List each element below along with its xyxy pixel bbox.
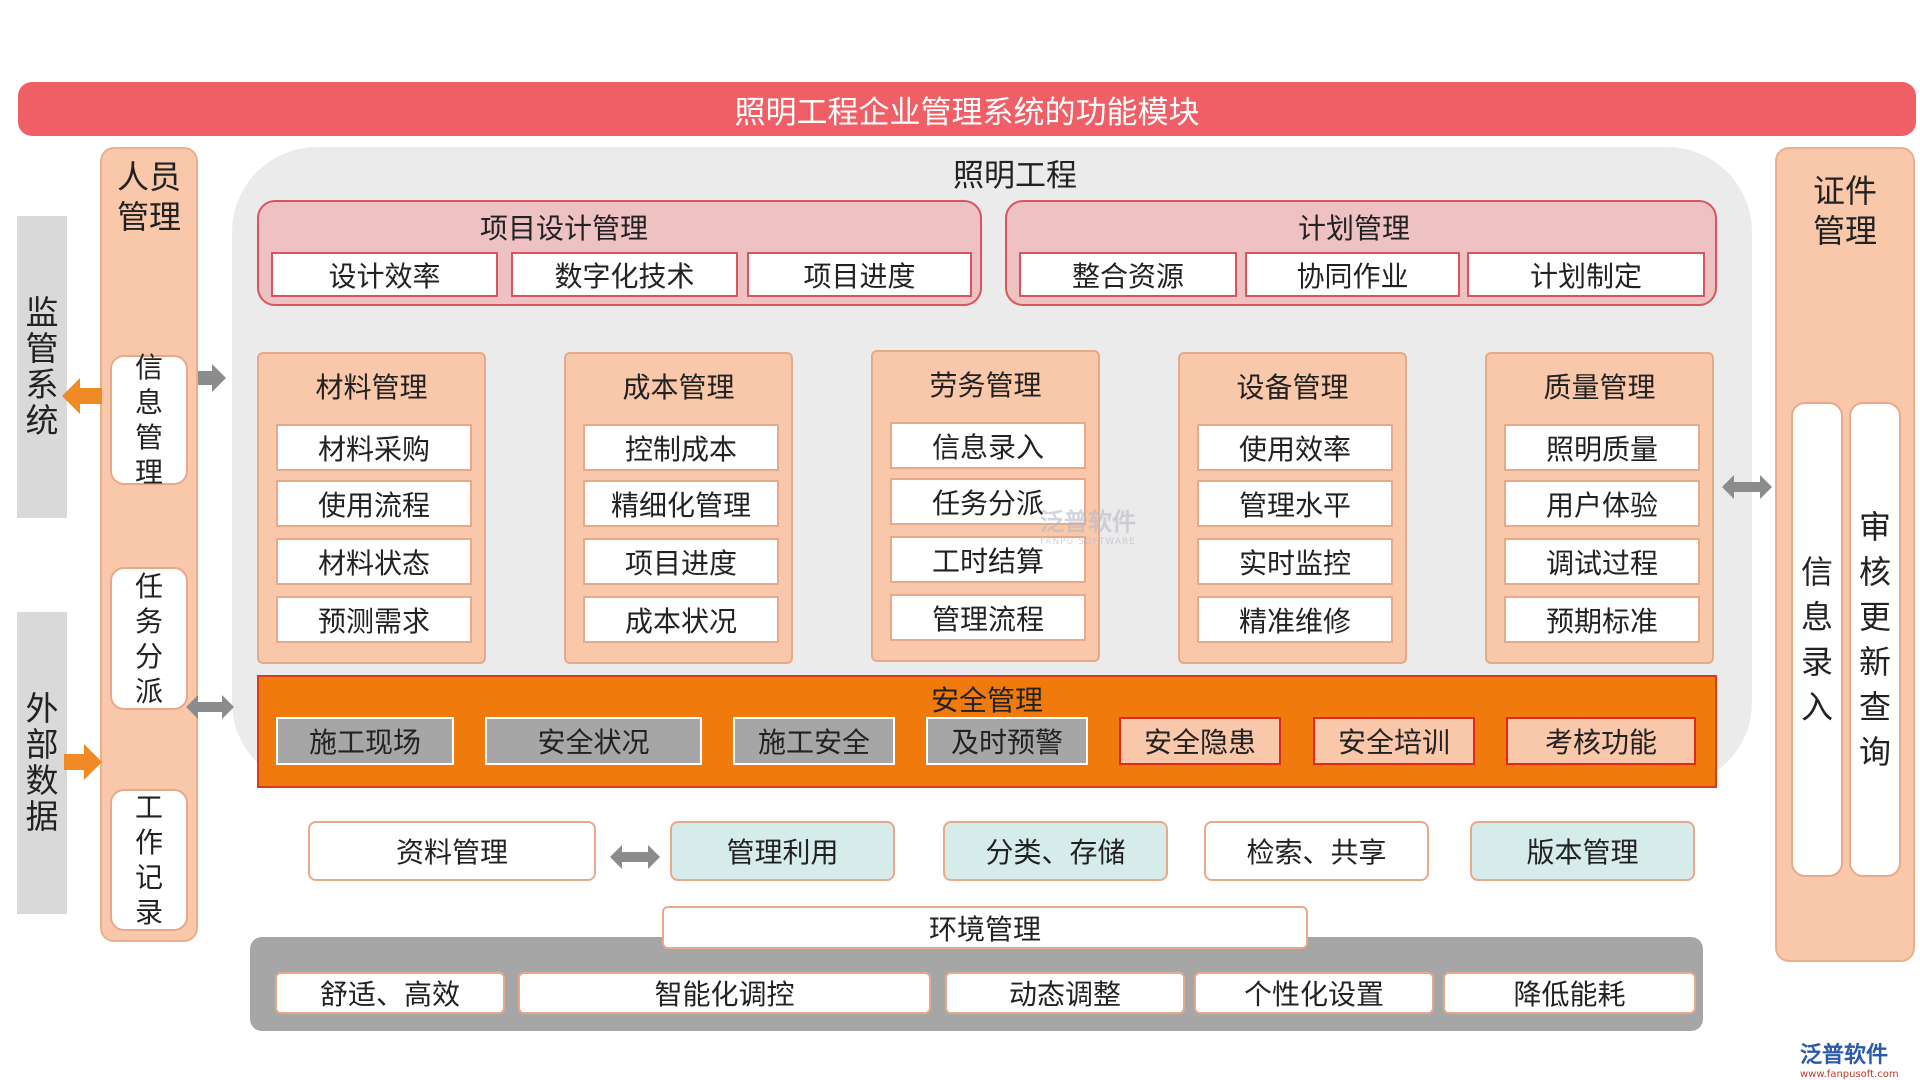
plan-management-item[interactable]: 协同作业 [1245,252,1460,297]
certificate-item-info-entry[interactable]: 信息录入 [1791,402,1843,877]
arrow-right-orange-icon [64,744,102,780]
module-item[interactable]: 成本状况 [583,596,779,643]
safety-item[interactable]: 安全状况 [485,717,702,765]
environment-item[interactable]: 动态调整 [945,972,1185,1014]
module-item[interactable]: 使用效率 [1197,424,1393,471]
safety-item[interactable]: 及时预警 [926,717,1088,765]
module-item[interactable]: 管理流程 [890,594,1086,641]
module-item[interactable]: 预测需求 [276,596,472,643]
module-material: 材料管理 材料采购 使用流程 材料状态 预测需求 [257,352,486,664]
module-title: 设备管理 [1236,371,1349,404]
personnel-item-info[interactable]: 信息管理 [110,351,188,489]
module-item[interactable]: 调试过程 [1504,538,1700,585]
personnel-item-worklog[interactable]: 工作记录 [110,789,188,931]
module-item[interactable]: 使用流程 [276,480,472,527]
environment-item[interactable]: 个性化设置 [1194,972,1434,1014]
project-design-item[interactable]: 设计效率 [271,252,498,297]
module-equipment: 设备管理 使用效率 管理水平 实时监控 精准维修 [1178,352,1407,664]
plan-management-group: 计划管理 整合资源 协同作业 计划制定 [1005,200,1717,306]
plan-management-title: 计划管理 [1297,212,1410,245]
environment-item[interactable]: 降低能耗 [1443,972,1696,1014]
external-data-label: 外部数据 [25,689,59,836]
data-management-item[interactable]: 分类、存储 [943,821,1168,881]
module-title: 质量管理 [1543,371,1656,404]
double-arrow-gray-icon [186,695,234,719]
project-design-group: 项目设计管理 设计效率 数字化技术 项目进度 [257,200,982,306]
module-item[interactable]: 精准维修 [1197,596,1393,643]
page-title: 照明工程企业管理系统的功能模块 [734,94,1200,131]
safety-item[interactable]: 安全隐患 [1119,717,1281,765]
safety-item[interactable]: 安全培训 [1313,717,1475,765]
watermark: 泛普软件 FANPU SOFTWARE [1040,508,1136,547]
data-management-item[interactable]: 检索、共享 [1204,821,1429,881]
environment-management-title: 环境管理 [662,906,1308,949]
module-title: 材料管理 [315,371,428,404]
project-design-item[interactable]: 数字化技术 [511,252,738,297]
certificate-management-column: 证件管理 信息录入 审核更新查询 [1775,147,1915,962]
double-arrow-gray-icon [1722,475,1772,499]
external-data-strip: 外部数据 [17,612,67,914]
module-item[interactable]: 工时结算 [890,536,1086,583]
safety-item[interactable]: 施工安全 [733,717,895,765]
data-management-item[interactable]: 管理利用 [670,821,895,881]
data-management-item[interactable]: 版本管理 [1470,821,1695,881]
data-management-box[interactable]: 资料管理 [308,821,596,881]
personnel-management-title: 人员管理 [116,158,181,236]
module-item[interactable]: 任务分派 [890,478,1086,525]
module-item[interactable]: 实时监控 [1197,538,1393,585]
project-design-item[interactable]: 项目进度 [747,252,972,297]
arrow-left-orange-icon [62,378,102,414]
personnel-item-task[interactable]: 任务分派 [110,567,188,710]
module-item[interactable]: 材料采购 [276,424,472,471]
certificate-item-review-update-query[interactable]: 审核更新查询 [1849,402,1901,877]
safety-item[interactable]: 考核功能 [1506,717,1696,765]
lighting-engineering-title: 照明工程 [953,157,1077,194]
safety-management-title: 安全管理 [930,684,1043,717]
safety-management-bar: 安全管理 施工现场 安全状况 施工安全 及时预警 安全隐患 安全培训 考核功能 [257,675,1717,788]
module-title: 劳务管理 [929,369,1042,402]
module-item[interactable]: 预期标准 [1504,596,1700,643]
supervision-system-strip: 监管系统 [17,216,67,518]
safety-item[interactable]: 施工现场 [276,717,454,765]
title-banner: 照明工程企业管理系统的功能模块 [18,82,1916,136]
brand-logo: 泛普软件 www.fanpusoft.com [1800,1043,1899,1080]
environment-item[interactable]: 舒适、高效 [275,972,505,1014]
module-labor: 劳务管理 信息录入 任务分派 工时结算 管理流程 [871,350,1100,662]
environment-item[interactable]: 智能化调控 [518,972,931,1014]
supervision-system-label: 监管系统 [25,293,59,440]
arrow-right-gray-icon [198,364,226,392]
module-item[interactable]: 材料状态 [276,538,472,585]
module-item[interactable]: 用户体验 [1504,480,1700,527]
module-item[interactable]: 信息录入 [890,422,1086,469]
plan-management-item[interactable]: 计划制定 [1467,252,1705,297]
project-design-title: 项目设计管理 [479,212,648,245]
double-arrow-gray-icon [610,845,660,869]
plan-management-item[interactable]: 整合资源 [1019,252,1237,297]
module-item[interactable]: 控制成本 [583,424,779,471]
module-cost: 成本管理 控制成本 精细化管理 项目进度 成本状况 [564,352,793,664]
module-item[interactable]: 照明质量 [1504,424,1700,471]
module-quality: 质量管理 照明质量 用户体验 调试过程 预期标准 [1485,352,1714,664]
module-item[interactable]: 管理水平 [1197,480,1393,527]
certificate-management-title: 证件管理 [1812,172,1877,250]
module-item[interactable]: 精细化管理 [583,480,779,527]
personnel-management-column: 人员管理 信息管理 任务分派 工作记录 [100,147,198,942]
module-title: 成本管理 [622,371,735,404]
module-item[interactable]: 项目进度 [583,538,779,585]
